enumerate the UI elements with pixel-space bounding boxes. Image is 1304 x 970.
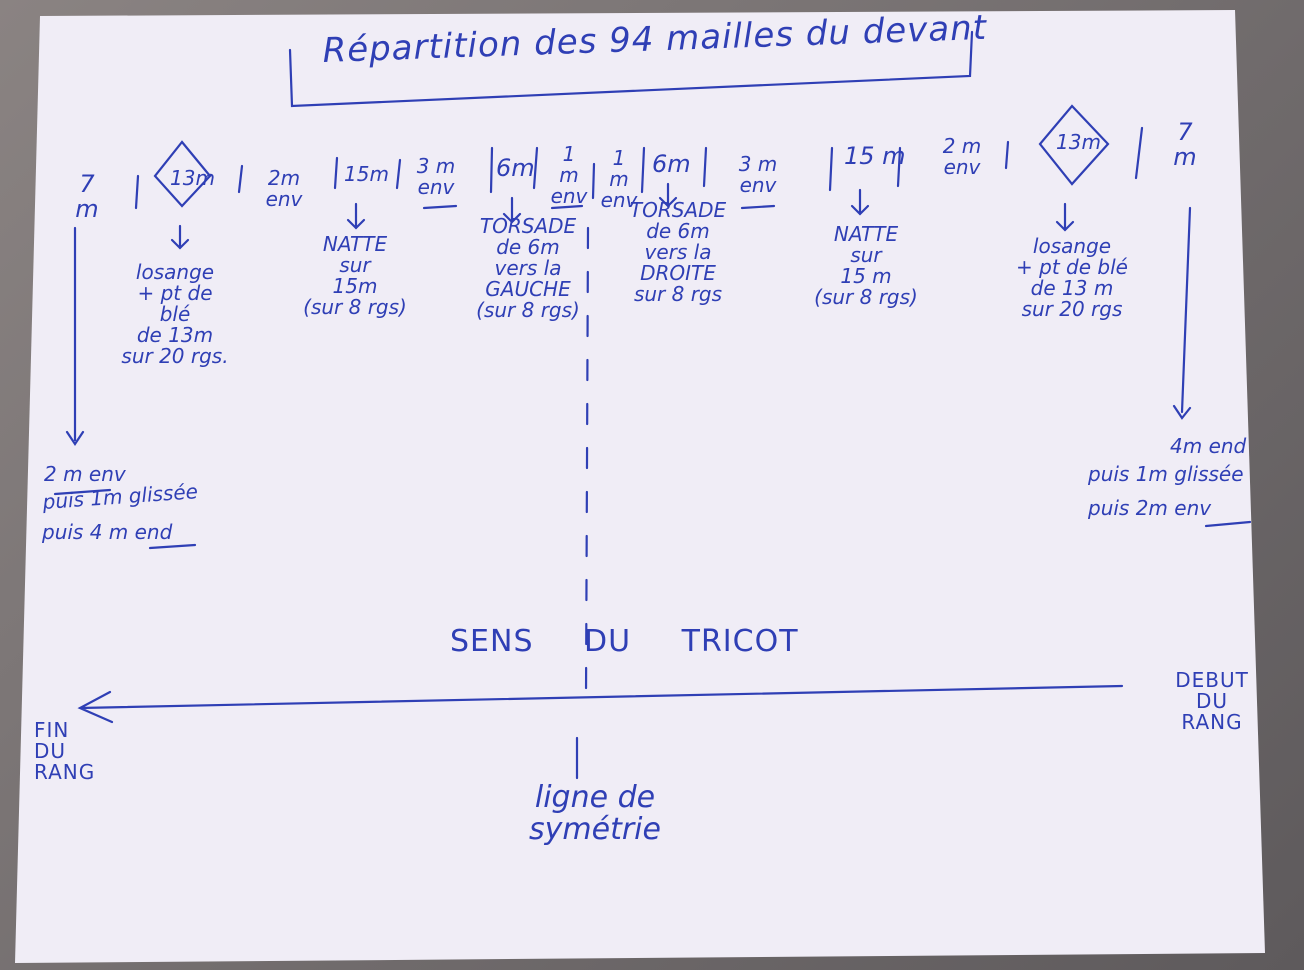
arrow-down-icon xyxy=(850,188,870,216)
separator xyxy=(532,146,539,190)
knitting-direction-label: SENS DU TRICOT xyxy=(450,624,799,659)
symmetry-line xyxy=(584,226,590,700)
diamond-icon xyxy=(153,140,212,208)
symmetry-label: ligne de symétrie xyxy=(529,780,661,847)
segment-15m-right: 15 m xyxy=(844,142,906,170)
arrow-down-icon xyxy=(346,202,366,230)
separator xyxy=(896,146,902,188)
separator xyxy=(395,158,402,190)
separator xyxy=(134,174,140,210)
arrow-down-icon xyxy=(1055,202,1075,232)
segment-3m-env-left: 3 m env xyxy=(416,154,456,199)
title-frame xyxy=(288,30,974,108)
separator xyxy=(237,164,244,194)
direction-arrow-icon xyxy=(77,684,1124,724)
description-losange-left: losange + pt de blé de 13m sur 20 rgs. xyxy=(121,260,229,368)
segment-7m-right: 7 m xyxy=(1173,118,1197,172)
separator xyxy=(333,156,339,190)
separator xyxy=(828,146,834,192)
segment-6m-right: 6m xyxy=(652,150,691,178)
row-start-label: DEBUT DU RANG xyxy=(1175,668,1249,734)
left-note-line-3: puis 4 m end xyxy=(42,520,173,544)
arrow-down-icon xyxy=(502,196,522,224)
underline xyxy=(550,204,584,210)
underline xyxy=(148,543,197,550)
row-end-label: FIN DU RANG xyxy=(34,718,96,784)
separator xyxy=(1004,140,1010,170)
segment-7m-left: 7 m xyxy=(75,170,99,224)
segment-3m-env-right: 3 m env xyxy=(738,152,778,197)
description-losange-right: losange + pt de blé de 13 m sur 20 rgs xyxy=(1016,234,1128,321)
paper-surface xyxy=(15,10,1265,963)
separator xyxy=(1134,126,1144,180)
segment-6m-left: 6m xyxy=(496,154,535,182)
description-torsade-left: TORSADE de 6m vers la GAUCHE (sur 8 rgs) xyxy=(476,214,580,322)
underline xyxy=(422,204,458,210)
arrow-down-icon xyxy=(658,182,678,208)
paper-drawing xyxy=(15,10,1265,963)
paper-sheet: Répartition des 94 mailles du devant 7 m… xyxy=(10,8,1270,963)
right-note-line-3: puis 2m env xyxy=(1088,496,1212,520)
right-long-arrow xyxy=(1172,206,1192,420)
arrow-down-icon xyxy=(170,224,190,250)
separator xyxy=(640,146,646,194)
segment-13m-left: 13m xyxy=(170,166,215,190)
left-note-line-1: 2 m env xyxy=(44,462,126,486)
segment-1m-env-right: 1 m env xyxy=(600,146,638,212)
underline xyxy=(740,204,776,210)
diamond-icon xyxy=(1038,104,1110,186)
description-natte-right: NATTE sur 15 m (sur 8 rgs) xyxy=(814,222,918,309)
description-natte-left: NATTE sur 15m (sur 8 rgs) xyxy=(303,232,407,319)
left-long-arrow xyxy=(65,226,85,446)
description-torsade-right: TORSADE de 6m vers la DROITE sur 8 rgs xyxy=(629,198,727,306)
segment-13m-right: 13m xyxy=(1056,130,1101,154)
separator xyxy=(489,146,494,194)
segment-15m-left: 15m xyxy=(344,162,389,186)
separator xyxy=(591,162,596,200)
segment-1m-env-left: 1 m env xyxy=(550,142,588,208)
segment-2m-env-left: 2m env xyxy=(265,166,303,211)
segment-2m-env-right: 2 m env xyxy=(942,134,982,179)
separator xyxy=(702,146,708,188)
underline xyxy=(53,488,112,496)
right-note-line-1: 4m end xyxy=(1170,434,1247,458)
right-note-line-2: puis 1m glissée xyxy=(1088,462,1244,486)
underline xyxy=(1204,520,1252,528)
